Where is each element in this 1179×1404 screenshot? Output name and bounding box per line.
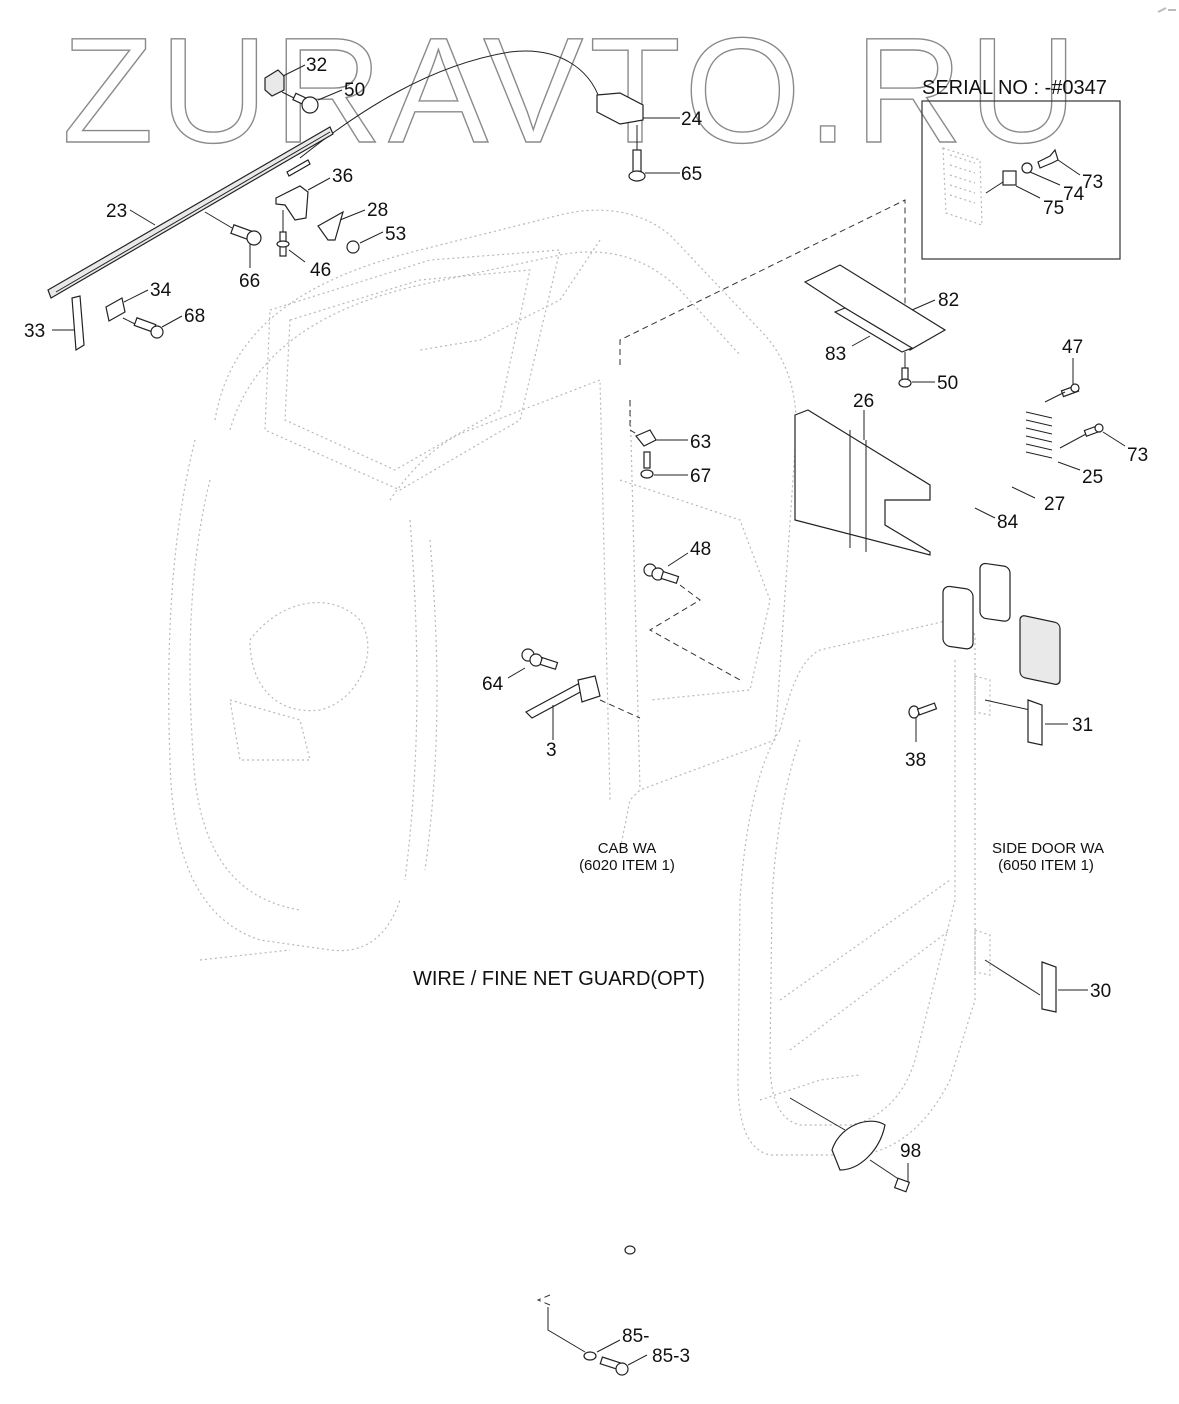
part-66-screw: 66 bbox=[204, 211, 262, 292]
part-65-bolt: 65 bbox=[628, 125, 702, 185]
label-33: 33 bbox=[24, 321, 45, 342]
label-53: 53 bbox=[385, 224, 406, 245]
label-30: 30 bbox=[1090, 981, 1111, 1002]
part-rod-small bbox=[286, 159, 311, 177]
label-27: 27 bbox=[1044, 494, 1065, 515]
part-3-lever: 3 bbox=[525, 675, 641, 761]
label-3: 3 bbox=[546, 740, 557, 761]
inset-part-75 bbox=[1002, 170, 1017, 186]
part-83-plate bbox=[833, 307, 914, 353]
label-24: 24 bbox=[681, 109, 703, 130]
part-46-bolt: 46 bbox=[276, 210, 331, 281]
label-65: 65 bbox=[681, 164, 702, 185]
label-98: 98 bbox=[900, 1141, 921, 1162]
part-38-screw: 38 bbox=[905, 702, 938, 771]
part-85-fasteners: 85- 85-3 bbox=[536, 1294, 690, 1376]
label-38: 38 bbox=[905, 750, 926, 771]
inset-label-74: 74 bbox=[1063, 184, 1085, 205]
part-32-clip: 32 bbox=[264, 55, 327, 97]
part-28-plate: 28 bbox=[317, 200, 388, 241]
part-25-vent: 25 bbox=[1019, 411, 1103, 685]
serial-inset: SERIAL NO : -#0347 75 74 73 bbox=[921, 77, 1121, 260]
label-48: 48 bbox=[690, 539, 711, 560]
cab-note-line2: (6020 ITEM 1) bbox=[579, 857, 675, 874]
label-50-lower: 50 bbox=[937, 373, 958, 394]
label-46: 46 bbox=[310, 260, 331, 281]
side-door-note-line1: SIDE DOOR WA bbox=[992, 840, 1104, 857]
corner-mark bbox=[1157, 7, 1176, 13]
inset-mesh-panel bbox=[942, 147, 983, 226]
label-50-top: 50 bbox=[344, 80, 365, 101]
label-63: 63 bbox=[690, 432, 711, 453]
part-84-gasket: 84 bbox=[942, 507, 1019, 650]
label-85: 85- bbox=[622, 1326, 649, 1347]
inset-label-75: 75 bbox=[1043, 198, 1064, 219]
part-23-rail: 23 bbox=[47, 126, 334, 299]
label-84: 84 bbox=[997, 512, 1019, 533]
part-26-foam: 26 bbox=[794, 391, 931, 556]
label-32: 32 bbox=[306, 55, 327, 76]
label-68: 68 bbox=[184, 306, 205, 327]
side-door-note-line2: (6050 ITEM 1) bbox=[998, 857, 1094, 874]
label-83: 83 bbox=[825, 344, 846, 365]
label-73: 73 bbox=[1127, 445, 1148, 466]
label-28: 28 bbox=[367, 200, 388, 221]
label-47: 47 bbox=[1062, 337, 1083, 358]
label-23: 23 bbox=[106, 201, 127, 222]
part-64-bolt: 64 bbox=[482, 648, 559, 695]
part-36-bracket: 36 bbox=[275, 166, 353, 221]
part-98-knob: 98 bbox=[789, 1097, 921, 1193]
part-50-washer-top: 50 bbox=[281, 80, 365, 114]
part-82-plate bbox=[803, 264, 947, 351]
label-64: 64 bbox=[482, 674, 504, 695]
part-73-bolt: 73 bbox=[1059, 423, 1148, 466]
part-24-cable: 24 bbox=[299, 50, 703, 159]
inset-frame bbox=[921, 100, 1121, 260]
side-door-note: SIDE DOOR WA (6050 ITEM 1) bbox=[992, 840, 1104, 874]
part-31-handle: 31 bbox=[974, 675, 1093, 746]
part-50-bolt-lower: 50 bbox=[898, 352, 958, 394]
part-53-nut: 53 bbox=[346, 224, 406, 254]
part-68-screw: 68 bbox=[122, 306, 205, 339]
label-36: 36 bbox=[332, 166, 353, 187]
cab-note-line1: CAB WA bbox=[598, 840, 657, 857]
side-door-ghost bbox=[737, 619, 976, 1156]
inset-label-73: 73 bbox=[1082, 172, 1103, 193]
label-25: 25 bbox=[1082, 467, 1103, 488]
label-26: 26 bbox=[853, 391, 874, 412]
label-34: 34 bbox=[150, 280, 172, 301]
part-47-bolt: 47 bbox=[1044, 337, 1083, 403]
serial-note: SERIAL NO : -#0347 bbox=[922, 77, 1107, 99]
label-82: 82 bbox=[938, 290, 959, 311]
cab-assembly-ghost bbox=[168, 209, 797, 961]
part-67-screw: 67 bbox=[640, 451, 711, 487]
part-33-bracket: 33 bbox=[24, 295, 85, 352]
loose-washer bbox=[624, 1245, 636, 1255]
part-27-gasket: 27 bbox=[979, 486, 1065, 622]
label-85-3: 85-3 bbox=[652, 1346, 690, 1367]
part-30-handle: 30 bbox=[974, 929, 1111, 1013]
diagram-title: WIRE / FINE NET GUARD(OPT) bbox=[413, 968, 705, 990]
part-63-clip: 63 bbox=[629, 400, 711, 453]
part-34-bracket: 34 bbox=[105, 280, 172, 322]
watermark-text: ZURAVTO.RU bbox=[62, 6, 1083, 174]
label-66: 66 bbox=[239, 271, 260, 292]
part-82-83-plates: 82 83 bbox=[619, 199, 959, 365]
part-48-bolt: 48 bbox=[643, 539, 741, 681]
cab-note: CAB WA (6020 ITEM 1) bbox=[579, 840, 675, 874]
label-67: 67 bbox=[690, 466, 711, 487]
inset-part-74 bbox=[1021, 162, 1033, 174]
label-31: 31 bbox=[1072, 715, 1093, 736]
